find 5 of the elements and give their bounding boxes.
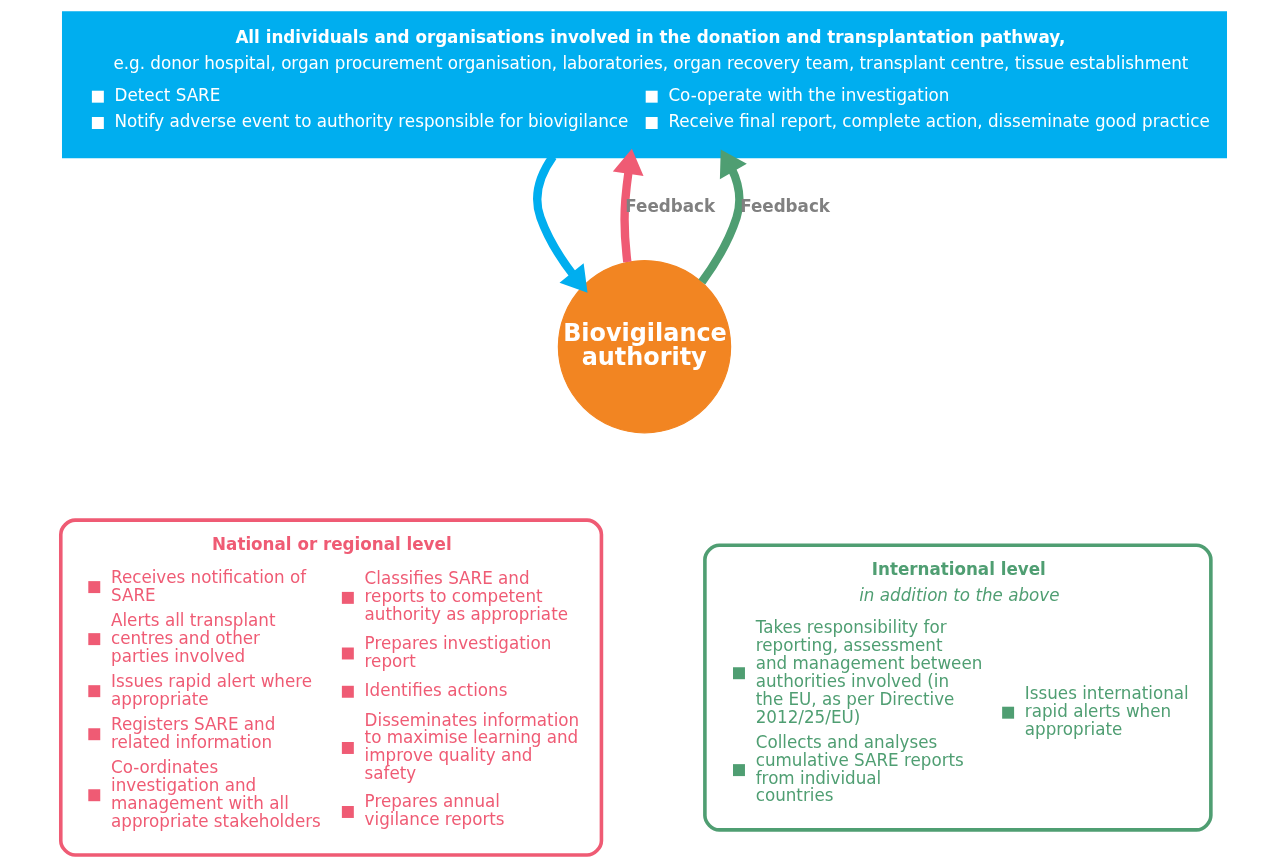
arrow [612,148,643,263]
node-box: National or regional level Receives notification of SARE Alerts all transplant centres and other parties involved Issues rapid alert where appropriate Registers SARE and related information Co-ordinates investigation and management with all appropriate stakeholders Classifies SARE and reports to competent authority as appropriate Prepares investigation report Identifies actions Disseminates information to maximise learning and improve quality and safety Prepares annual vigilance reports [58,518,603,857]
node-box: International level in addition to the above Takes responsibility for reporting, assessment and management between authorities involved (in the EU, as per Directive 2012/25/EU) Collects and analyses cumulative SARE reports from individual countries Issues international rapid alerts when appropriate [702,543,1213,832]
arrow [697,149,747,285]
node-box: All individuals and organisations involved in the donation and transplantation pathway, e.g. donor hospital, organ procurement organisation, laboratories, organ recovery team, transplant centre, tissue establishment Detect SARE Notify adverse event to authority responsible for biovigilance Co-operate with the investigation Receive final report, complete action, disseminate good practice [61,11,1227,159]
